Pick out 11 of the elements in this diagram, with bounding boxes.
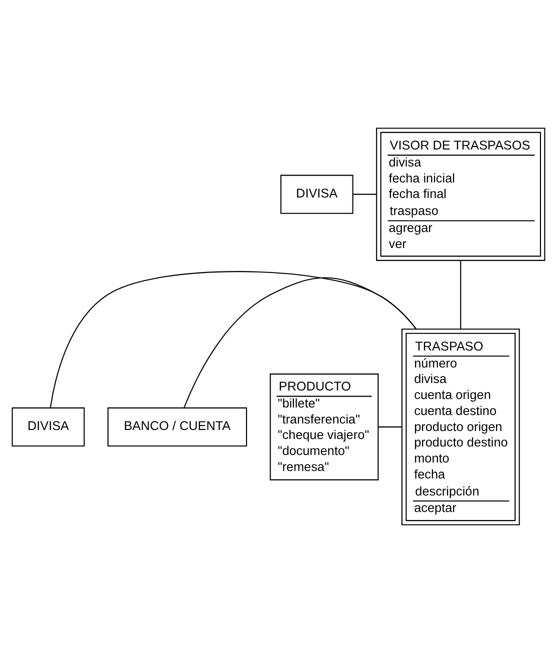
node-box: DIVISA — [280, 174, 354, 214]
connector — [184, 276, 417, 408]
node-box: VISOR DE TRASPASOS divisa fecha inicial fecha final traspaso agregar ver — [376, 127, 546, 260]
connector — [353, 193, 376, 194]
node-box: BANCO / CUENTA — [107, 406, 248, 446]
connector — [50, 270, 417, 408]
node-box: PRODUCTO "billete" "transferencia" "cheque viajero" "documento" "remesa" — [270, 373, 379, 480]
node-box: DIVISA — [12, 406, 85, 446]
connector — [460, 260, 462, 329]
connector — [378, 426, 402, 427]
node-box: TRASPASO número divisa cuenta origen cuenta destino producto origen producto destino monto fecha descripción aceptar — [401, 328, 520, 525]
